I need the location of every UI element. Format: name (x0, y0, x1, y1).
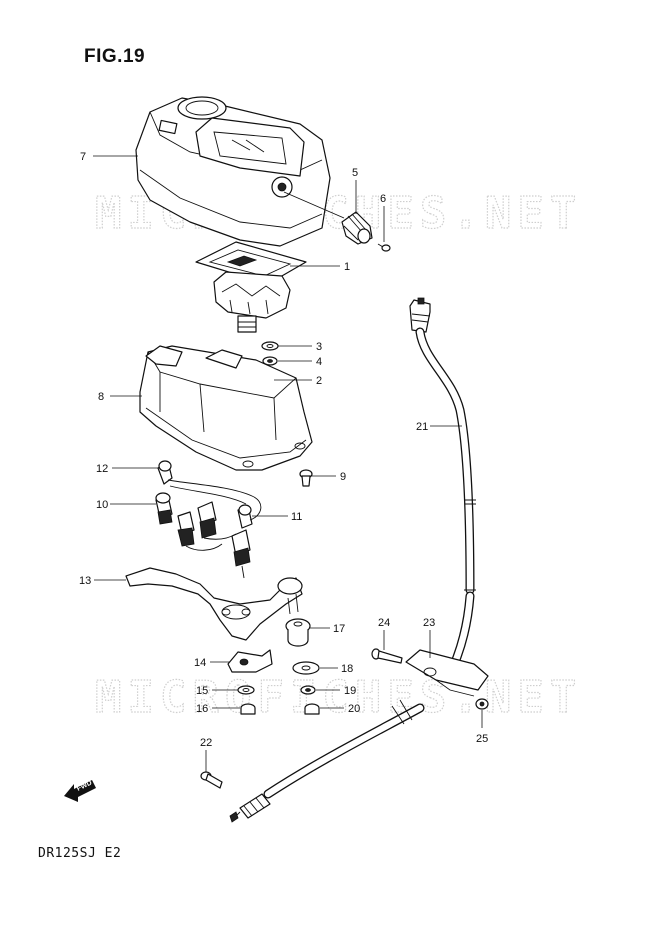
callout-18: 18 (341, 663, 353, 675)
callout-1: 1 (344, 261, 350, 273)
part-25-nut (475, 698, 489, 710)
callout-3: 3 (316, 341, 322, 353)
part-11-bulb (237, 504, 253, 529)
callout-22: 22 (200, 737, 212, 749)
callout-5: 5 (352, 167, 358, 179)
part-21-speedometer-cable (409, 297, 476, 683)
part-24-bolt (371, 648, 403, 664)
callout-10: 10 (96, 499, 108, 511)
callout-21: 21 (416, 421, 428, 433)
watermark-bottom: MICROFICHES.NET (95, 672, 582, 723)
callout-6: 6 (380, 193, 386, 205)
part-13-bracket (125, 567, 303, 641)
callout-14: 14 (194, 657, 206, 669)
part-22-screw (200, 771, 223, 789)
callout-19: 19 (344, 685, 356, 697)
part-20-nut (304, 703, 320, 715)
part-23-cable-clamp (405, 649, 489, 697)
callout-2: 2 (316, 375, 322, 387)
part-10-bulb-socket (155, 492, 173, 525)
fwd-arrow-icon: FWD (64, 780, 96, 802)
callout-11: 11 (291, 511, 302, 523)
callout-labels: 7 5 6 1 3 4 2 8 9 12 10 11 13 17 14 18 1… (79, 151, 488, 749)
callout-15: 15 (196, 685, 208, 697)
callout-25: 25 (476, 733, 488, 745)
lower-cable (229, 699, 425, 823)
part-8-lower-case (139, 345, 313, 471)
part-18-washer (292, 661, 320, 675)
part-7-meter-case (135, 96, 331, 247)
part-17-grommet (285, 618, 311, 647)
callout-4: 4 (316, 356, 322, 368)
part-9-screw (299, 469, 313, 487)
callout-9: 9 (340, 471, 346, 483)
leader-lines (93, 155, 483, 772)
callout-16: 16 (196, 703, 208, 715)
part-16-nut (240, 703, 256, 715)
part-4-nut (262, 356, 278, 366)
model-code: DR125SJ E2 (38, 846, 122, 861)
callout-12: 12 (96, 463, 108, 475)
callout-17: 17 (333, 623, 345, 635)
part-1-meter-assembly (195, 241, 307, 333)
callout-24: 24 (378, 617, 390, 629)
callout-20: 20 (348, 703, 360, 715)
part-3-washer (261, 341, 279, 351)
part-14-mounting-bracket (227, 649, 273, 673)
part-12-bulb (157, 460, 173, 485)
part-19-washer (300, 685, 316, 695)
part-15-washer (237, 685, 255, 695)
callout-7: 7 (80, 151, 86, 163)
wiring-harness (167, 479, 262, 579)
figure-title: FIG.19 (84, 46, 146, 67)
part-6-screw (377, 243, 391, 252)
callout-23: 23 (423, 617, 435, 629)
callout-8: 8 (98, 391, 104, 403)
callout-13: 13 (79, 575, 91, 587)
